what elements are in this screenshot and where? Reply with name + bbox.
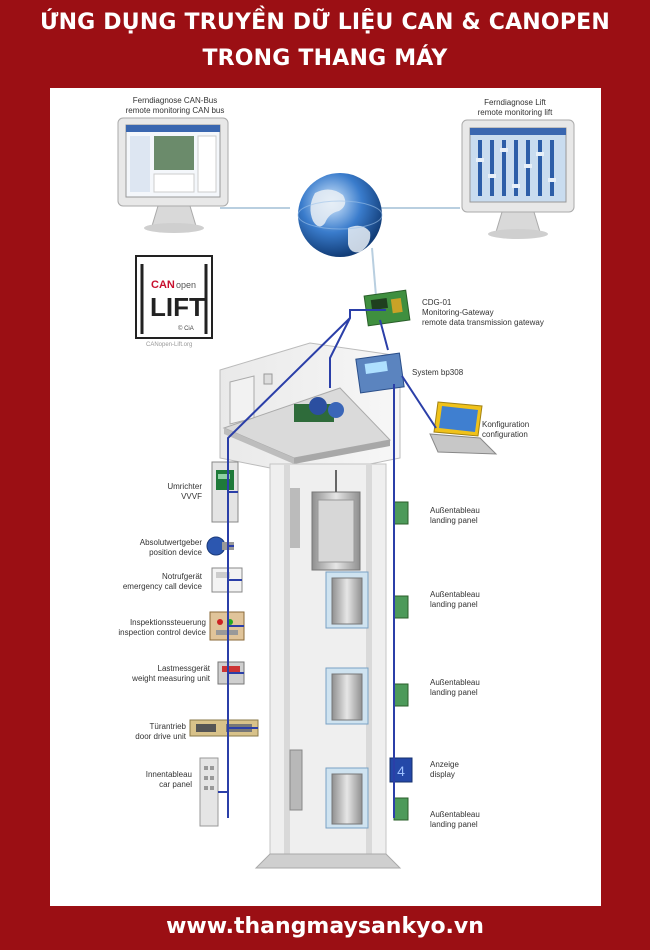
logo-open-text: open [176,280,196,290]
monitor-right [461,119,575,239]
diagram-panel: CAN open LIFT © CiA CANopen-Lift.org [50,88,601,906]
floor-display: 4 [389,757,413,783]
title-line-2: TRONG THANG MÁY [202,46,448,71]
label-monitor-left: Ferndiagnose CAN-Bus remote monitoring C… [125,96,225,115]
network-line-down [371,247,377,297]
can-bus-lines [218,309,437,818]
gateway-board [363,289,411,327]
label-landing-panel-3: Außentableau landing panel [430,678,480,697]
logo-lift-text: LIFT [150,292,205,322]
label-landing-panel-1: Außentableau landing panel [430,506,480,525]
title-line-1: ỨNG DỤNG TRUYỀN DỮ LIỆU CAN & CANOPEN [39,10,610,35]
logo-can-text: CAN [151,279,175,291]
label-display: Anzeige display [430,760,459,779]
label-configuration: Konfiguration configuration [482,420,530,439]
label-landing-panel-4: Außentableau landing panel [430,810,480,829]
system-controller [355,352,405,394]
logo-site-text: CANopen-Lift.org [146,342,192,348]
floor-display-digit: 4 [397,763,405,779]
laptop-icon [429,401,498,455]
elevator-network-diagram: CAN open LIFT © CiA CANopen-Lift.org [117,117,575,869]
label-vvvf: Umrichter VVVF [167,482,202,501]
label-gateway: CDG-01 Monitoring-Gateway remote data tr… [422,298,544,327]
label-landing-panel-2: Außentableau landing panel [430,590,480,609]
website-url[interactable]: www.thangmaysankyo.vn [166,914,484,939]
elevator-building [219,342,402,869]
canopen-lift-logo: CAN open LIFT © CiA CANopen-Lift.org [135,255,213,348]
monitor-left [117,117,229,233]
label-system: System bp308 [412,368,464,377]
globe-icon [297,173,383,257]
label-car-panel: Innentableau car panel [145,770,192,789]
label-door-drive: Türantrieb door drive unit [135,722,186,741]
label-position-device: Absolutwertgeber position device [139,538,202,557]
label-emergency-call: Notrufgerät emergency call device [122,572,202,591]
label-weight: Lastmessgerät weight measuring unit [132,664,210,683]
car-panel [199,757,219,827]
label-monitor-right: Ferndiagnose Lift remote monitoring lift [477,98,553,117]
label-inspection: Inspektionssteuerung inspection control … [118,618,206,637]
logo-badge-text: © CiA [178,325,194,332]
traction-motor [294,397,344,422]
